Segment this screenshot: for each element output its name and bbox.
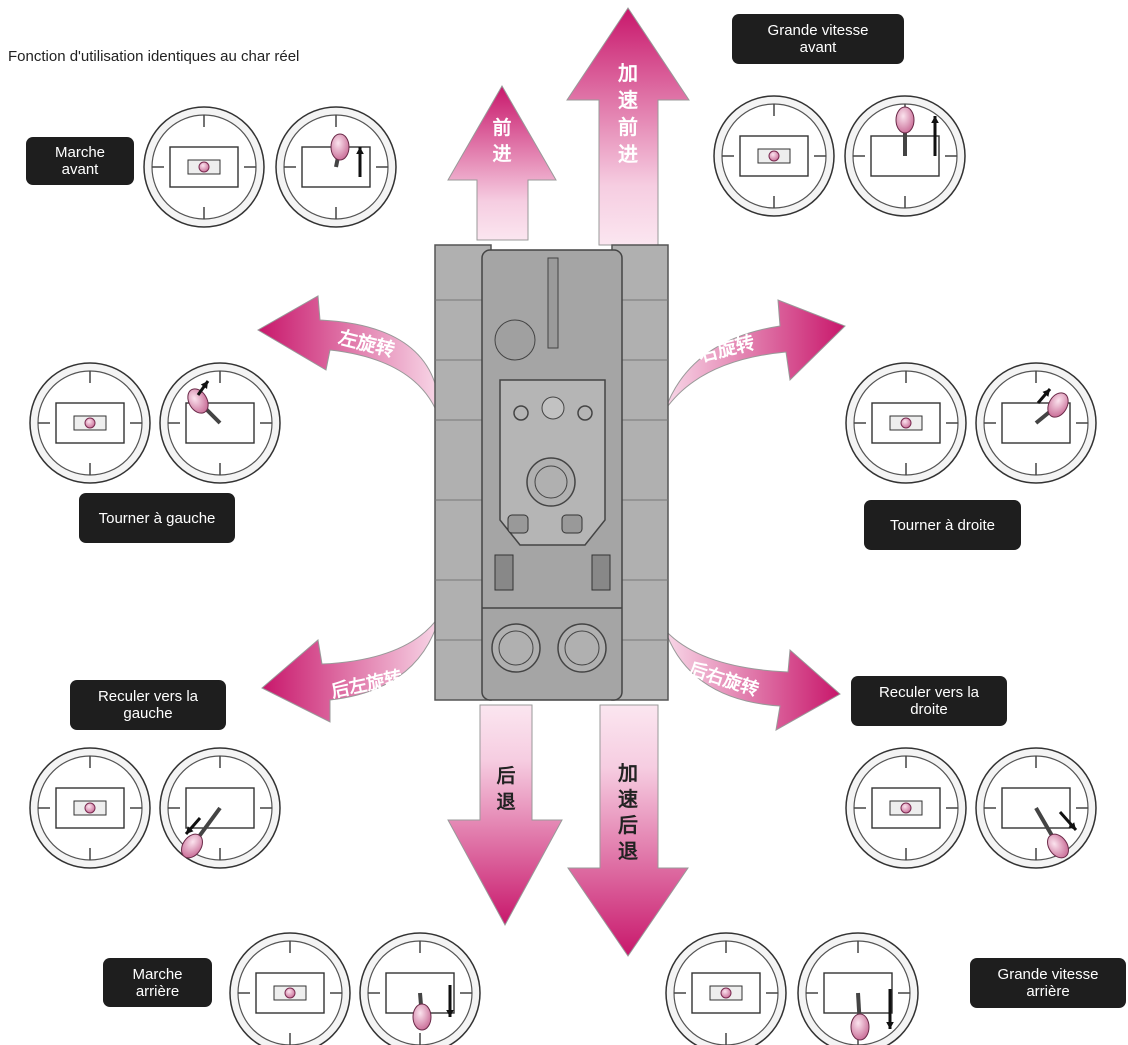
dial-reverse-left-right — [159, 747, 281, 869]
dial-fast-reverse-right-dial — [797, 932, 919, 1045]
arrow-fast-forward-text-1: 加 — [617, 61, 638, 85]
dial-turn-left-right — [159, 362, 281, 484]
label-reverse-right: Reculer vers la droite — [851, 676, 1007, 726]
dial-turn-right-right — [975, 362, 1097, 484]
page-title: Fonction d'utilisation identiques au cha… — [8, 48, 300, 65]
label-reverse-left: Reculer vers la gauche — [70, 680, 226, 730]
dial-fast-forward-left — [713, 95, 835, 217]
arrow-reverse-text-2: 退 — [496, 791, 515, 813]
arrow-reverse: 后 退 — [447, 704, 563, 927]
arrow-fast-reverse-text-1: 加 — [617, 761, 638, 785]
dial-forward-right — [275, 106, 397, 228]
label-forward: Marche avant — [26, 137, 134, 185]
arrow-fast-forward-text-2: 速 — [618, 88, 638, 112]
arrow-forward: 前 进 — [447, 84, 557, 241]
dial-reverse-left-left — [29, 747, 151, 869]
arrow-turn-left: 左旋转 — [257, 295, 441, 421]
tank-illustration — [434, 244, 669, 701]
label-fast-reverse: Grande vitesse arrière — [970, 958, 1126, 1008]
arrow-turn-right: 右旋转 — [664, 299, 846, 411]
dial-fast-forward-right — [844, 95, 966, 217]
arrow-forward-text-2: 进 — [492, 143, 511, 165]
arrow-forward-text-1: 前 — [492, 116, 511, 139]
controller-group — [29, 95, 1097, 1045]
arrow-fast-reverse-text-4: 退 — [618, 839, 638, 863]
dial-fast-reverse-left-dial — [665, 932, 787, 1045]
dial-reverse-right-right — [975, 747, 1097, 869]
arrow-fast-reverse: 加 速 后 退 — [567, 704, 689, 957]
arrow-reverse-left: 后左旋转 — [261, 614, 441, 723]
label-turn-left: Tourner à gauche — [79, 493, 235, 543]
arrow-fast-reverse-text-2: 速 — [618, 787, 638, 811]
label-fast-forward: Grande vitesse avant — [732, 14, 904, 64]
dial-reverse-right-left — [845, 747, 967, 869]
label-turn-right: Tourner à droite — [864, 500, 1021, 550]
label-reverse: Marche arrière — [103, 958, 212, 1007]
arrow-reverse-right: 后右旋转 — [664, 629, 841, 731]
dial-turn-left-left — [29, 362, 151, 484]
arrow-fast-reverse-text-3: 后 — [618, 813, 638, 837]
dial-turn-right-left — [845, 362, 967, 484]
arrow-fast-forward-text-3: 前 — [618, 115, 638, 139]
arrow-reverse-text-1: 后 — [496, 765, 515, 787]
dial-reverse-right-dial — [359, 932, 481, 1045]
dial-reverse-left-dial — [229, 932, 351, 1045]
arrow-fast-forward-text-4: 进 — [618, 142, 638, 166]
dial-forward-left — [143, 106, 265, 228]
arrow-fast-forward: 加 速 前 进 — [566, 7, 690, 246]
